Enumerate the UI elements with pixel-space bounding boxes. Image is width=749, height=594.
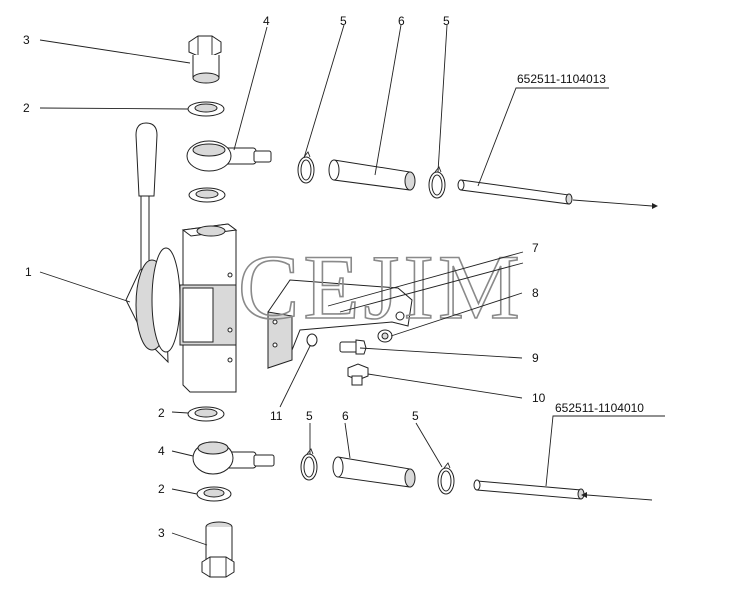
- callout-6-bottom: 6: [342, 409, 349, 423]
- fuel-line-bottom: [473, 479, 653, 501]
- hose-clamp-top-left: [297, 151, 315, 184]
- hose-clamp-bottom-left: [300, 448, 318, 481]
- callout-labels: 3 2 4 5 6 5 652511-1104013 1 7 8 9 10 11…: [23, 14, 644, 540]
- sealing-washer-top: [187, 101, 225, 117]
- sealing-washer-top-lower: [188, 187, 226, 203]
- callout-2-top: 2: [23, 101, 30, 115]
- callout-8: 8: [532, 286, 539, 300]
- callout-5-top-left: 5: [340, 14, 347, 28]
- callout-4-bottom: 4: [158, 444, 165, 458]
- hose-code-top: 652511-1104013: [517, 72, 606, 86]
- callout-10: 10: [532, 391, 546, 405]
- fuel-line-top: [457, 179, 658, 209]
- bolt: [339, 339, 367, 355]
- callout-3-bottom: 3: [158, 526, 165, 540]
- hose-clamp-bottom-right: [437, 462, 455, 495]
- sealing-washer-bottom-upper: [187, 406, 225, 422]
- banjo-fitting-bottom: [192, 441, 275, 475]
- callout-4-top: 4: [263, 14, 270, 28]
- banjo-bolt-bottom: [201, 521, 235, 578]
- callout-3-top: 3: [23, 33, 30, 47]
- spring-washer: [306, 333, 318, 347]
- hose-code-bottom: 652511-1104010: [555, 401, 644, 415]
- sealing-washer-bottom-lower: [196, 486, 232, 502]
- callout-7: 7: [532, 241, 539, 255]
- leader-lines: [39, 24, 665, 546]
- hose-sleeve-top: [328, 159, 416, 191]
- hose-clamp-top-right: [428, 166, 446, 199]
- callout-5-top-right: 5: [443, 14, 450, 28]
- callout-2-bottom-a: 2: [158, 406, 165, 420]
- callout-6-top: 6: [398, 14, 405, 28]
- hose-sleeve-bottom: [332, 456, 416, 488]
- hand-pump-assembly: [125, 122, 238, 393]
- nut: [377, 329, 393, 343]
- callout-1: 1: [25, 265, 32, 279]
- callout-5-bottom-left: 5: [306, 409, 313, 423]
- banjo-bolt-top: [188, 35, 222, 84]
- screw: [347, 363, 369, 386]
- callout-11: 11: [270, 409, 283, 423]
- banjo-fitting-top: [186, 140, 272, 172]
- watermark: CEJIM: [238, 236, 524, 338]
- callout-5-bottom-right: 5: [412, 409, 419, 423]
- callout-9: 9: [532, 351, 539, 365]
- callout-2-bottom-b: 2: [158, 482, 165, 496]
